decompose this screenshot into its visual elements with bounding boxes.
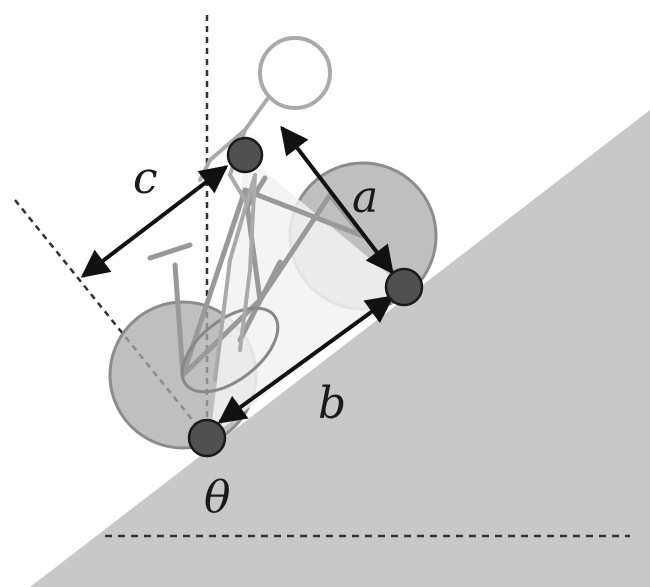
- rider-figure: [198, 36, 332, 382]
- joint-bottom: [187, 418, 227, 458]
- arrow-c: [80, 165, 229, 278]
- joint-right: [384, 267, 424, 307]
- label-a: a: [352, 172, 378, 223]
- label-b: b: [318, 378, 346, 429]
- rider-head: [258, 36, 332, 110]
- joint-top: [226, 136, 264, 174]
- label-c: c: [133, 153, 158, 204]
- label-theta: θ: [204, 472, 231, 523]
- arrow-b: [217, 295, 395, 424]
- arrow-a: [280, 125, 394, 275]
